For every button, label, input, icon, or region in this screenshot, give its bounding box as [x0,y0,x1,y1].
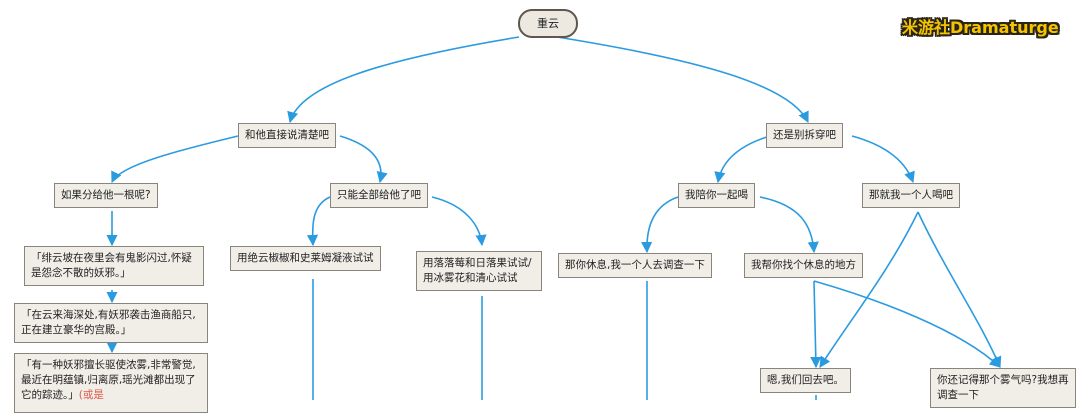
edge-a-a2 [339,135,388,184]
node-root: 重云 [518,9,578,38]
edge-root-a [287,36,520,124]
node-a1-3-tail: (或是 [78,389,104,401]
edge-b1-b1_2 [759,196,819,254]
edge-a2-a2_1 [306,196,331,247]
node-a1: 如果分给他一根呢? [54,183,158,208]
edge-b2-c1 [819,211,919,368]
watermark-logo: 米游社Dramaturge [902,18,1059,37]
edge-b2-c2 [917,211,1002,369]
node-a1-3-text: 「有一种妖邪擅长驱使浓雾,非常警觉,最近在明蕴镇,归离原,瑶光滩都出现了它的踪迹… [21,359,196,401]
node-a2: 只能全部给他了吧 [330,183,428,208]
node-a1-1: 「绯云坡在夜里会有鬼影闪过,怀疑是怨念不散的妖邪。」 [24,246,204,286]
node-b1: 我陪你一起喝 [678,183,755,208]
connector-lines [106,36,1002,400]
node-b2: 那就我一个人喝吧 [862,183,960,208]
node-a1-3: 「有一种妖邪擅长驱使浓雾,非常警觉,最近在明蕴镇,归离原,瑶光滩都出现了它的踪迹… [14,353,208,413]
node-c2: 你还记得那个雾气吗?我想再调查一下 [930,368,1076,408]
node-a: 和他直接说清楚吧 [238,123,336,148]
edge-b1_2-c2 [813,280,1001,368]
node-b: 还是别拆穿吧 [766,123,843,148]
node-c1: 嗯,我们回去吧。 [760,368,851,393]
edge-a-a1 [111,135,239,184]
node-b1-2: 我帮你找个休息的地方 [744,253,863,278]
edge-b1_2-c1 [810,280,822,369]
edge-b1-b1_1 [641,196,679,254]
node-a1-2: 「在云来海深处,有妖邪袭击渔商船只,正在建立豪华的宫殿。」 [14,303,208,343]
node-b1-1: 那你休息,我一个人去调查一下 [558,253,712,278]
node-a2-1: 用绝云椒椒和史莱姆凝液试试 [230,246,381,271]
edge-b-b2 [851,135,915,184]
node-a2-2: 用落落莓和日落果试试/用冰雾花和清心试试 [416,251,542,291]
edge-a2-a2_2 [431,196,487,247]
edge-b-b1 [714,135,771,184]
edge-root-b [556,36,809,124]
